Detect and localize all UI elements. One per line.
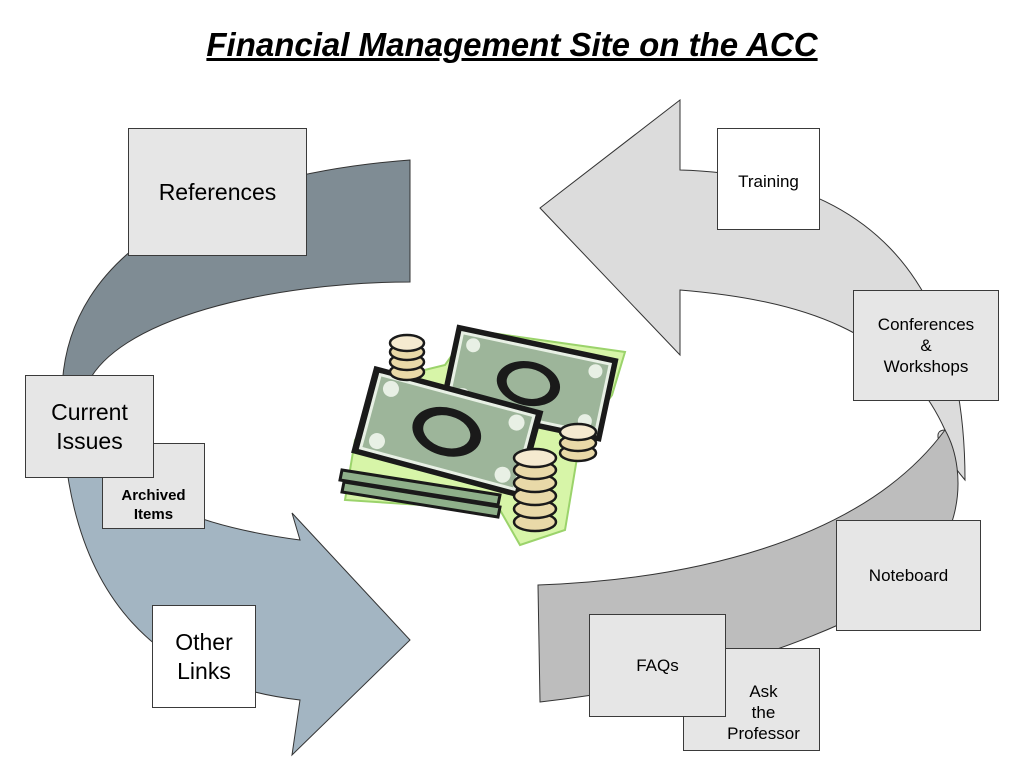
money-clipart-icon xyxy=(338,324,627,547)
training-box[interactable]: Training xyxy=(717,128,820,230)
noteboard-box[interactable]: Noteboard xyxy=(836,520,981,631)
current-issues-box[interactable]: Current Issues xyxy=(25,375,154,478)
conferences-workshops-box[interactable]: Conferences & Workshops xyxy=(853,290,999,401)
faqs-box[interactable]: FAQs xyxy=(589,614,726,717)
other-links-box[interactable]: Other Links xyxy=(152,605,256,708)
page-title: Financial Management Site on the ACC xyxy=(206,26,818,63)
references-box[interactable]: References xyxy=(128,128,307,256)
